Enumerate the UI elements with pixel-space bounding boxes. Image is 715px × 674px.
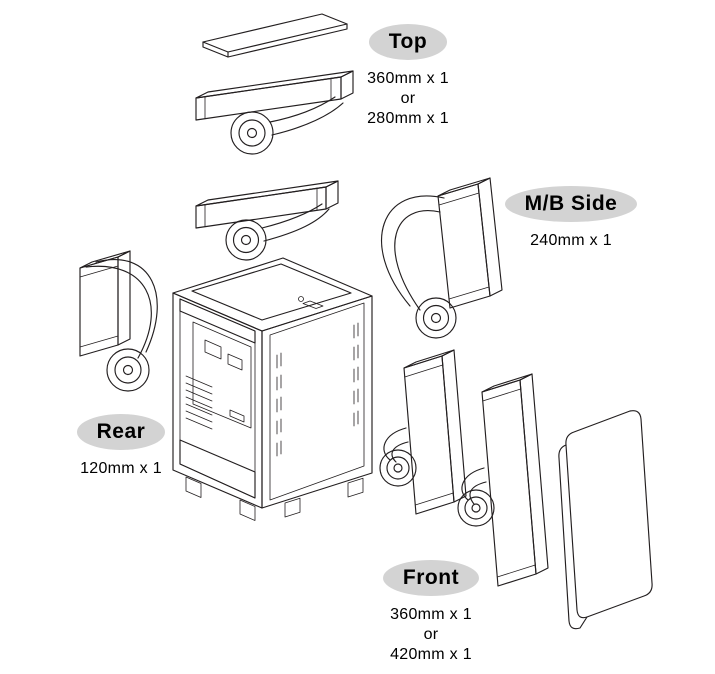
tube xyxy=(269,96,336,123)
pc-case-drawing xyxy=(172,257,373,521)
tube xyxy=(461,467,485,501)
pump-block xyxy=(225,219,267,261)
front-size-alternate: 420mm x 1 xyxy=(390,646,472,663)
pump-block xyxy=(379,449,417,487)
front-size-conjunction: or xyxy=(423,626,439,643)
top-radiator-280-drawing xyxy=(195,180,339,261)
tube xyxy=(263,208,330,242)
top-sizes: 360mm x 1 or 280mm x 1 xyxy=(350,69,466,129)
mb-side-radiator-240-drawing xyxy=(381,177,503,339)
front-label: Front xyxy=(382,560,480,596)
front-sizes: 360mm x 1 or 420mm x 1 xyxy=(372,605,490,665)
tube xyxy=(85,265,152,359)
front-radiator-420-drawing xyxy=(457,373,549,587)
rear-size-primary: 120mm x 1 xyxy=(80,460,162,477)
tube xyxy=(95,259,158,353)
mb-side-sizes: 240mm x 1 xyxy=(498,231,644,251)
top-radiator-360-drawing xyxy=(195,70,354,155)
top-size-alternate: 280mm x 1 xyxy=(367,110,449,127)
callout-mb-side: M/B Side 240mm x 1 xyxy=(498,186,644,251)
rear-radiator-120-drawing xyxy=(79,250,158,392)
mb-side-label: M/B Side xyxy=(504,186,638,222)
tube xyxy=(394,210,441,311)
top-size-conjunction: or xyxy=(400,90,416,107)
rear-sizes: 120mm x 1 xyxy=(58,459,184,479)
callout-front: Front 360mm x 1 or 420mm x 1 xyxy=(372,560,490,665)
tube xyxy=(381,195,445,307)
callout-rear: Rear 120mm x 1 xyxy=(58,414,184,479)
top-label: Top xyxy=(368,24,448,60)
rear-label: Rear xyxy=(76,414,166,450)
mb-side-size-primary: 240mm x 1 xyxy=(530,232,612,249)
pump-block xyxy=(415,297,457,339)
top-size-primary: 360mm x 1 xyxy=(367,70,449,87)
front-size-primary: 360mm x 1 xyxy=(390,606,472,623)
front-radiator-360-drawing xyxy=(379,349,467,515)
tube xyxy=(271,102,344,136)
front-panel-drawing xyxy=(558,410,653,630)
pump-block xyxy=(106,348,150,392)
pump-block xyxy=(457,489,495,527)
callout-top: Top 360mm x 1 or 280mm x 1 xyxy=(350,24,466,129)
tube xyxy=(383,427,407,461)
tube xyxy=(261,203,323,229)
pump-block xyxy=(230,111,274,155)
top-cover-panel-drawing xyxy=(202,13,348,58)
